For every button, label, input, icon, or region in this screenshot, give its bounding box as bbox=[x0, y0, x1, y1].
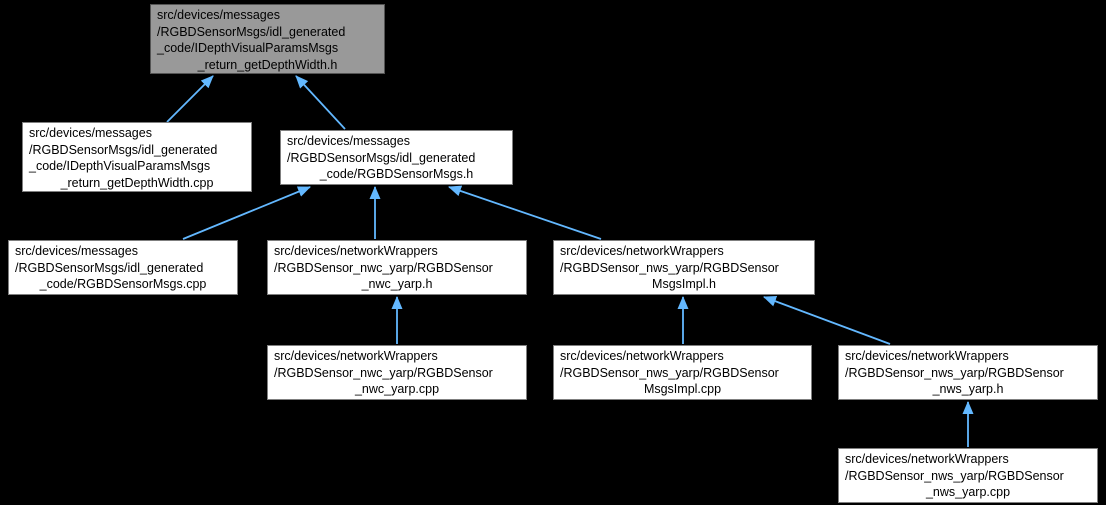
node-text-line: src/devices/networkWrappers bbox=[274, 244, 438, 258]
edge-n1-n0 bbox=[166, 75, 214, 123]
edge-n5-n2 bbox=[448, 185, 602, 240]
node-text-line: _code/IDepthVisualParamsMsgs bbox=[29, 159, 211, 173]
node-text-line: src/devices/networkWrappers bbox=[845, 349, 1009, 363]
node-text-line: src/devices/networkWrappers bbox=[845, 452, 1009, 466]
graph-node-rgbdsensormsgs-cpp[interactable]: src/devices/messages /RGBDSensorMsgs/idl… bbox=[8, 240, 238, 295]
graph-node-rgbdsensormsgs-h[interactable]: src/devices/messages /RGBDSensorMsgs/idl… bbox=[280, 130, 513, 185]
node-text-line: /RGBDSensorMsgs/idl_generated bbox=[287, 150, 476, 165]
node-text-line: src/devices/networkWrappers bbox=[560, 244, 724, 258]
graph-node-rgbdsensor-nws-yarp-cpp[interactable]: src/devices/networkWrappers /RGBDSensor_… bbox=[838, 448, 1098, 503]
graph-node-rgbdsensormsgsimpl-cpp[interactable]: src/devices/networkWrappers /RGBDSensor_… bbox=[553, 345, 812, 400]
node-text-line: /RGBDSensor_nwc_yarp/RGBDSensor bbox=[274, 260, 493, 275]
node-text-line: /RGBDSensorMsgs/idl_generated bbox=[15, 260, 204, 275]
node-text-line: _nws_yarp.cpp bbox=[925, 485, 1011, 499]
graph-node-rgbdsensor-nws-yarp-h[interactable]: src/devices/networkWrappers /RGBDSensor_… bbox=[838, 345, 1098, 400]
graph-node-idepthvisualparamsmsgs-return-getdepthwidth-h: src/devices/messages /RGBDSensorMsgs/idl… bbox=[150, 4, 385, 74]
node-text-line: _nws_yarp.h bbox=[932, 382, 1004, 396]
node-text-line: /RGBDSensor_nws_yarp/RGBDSensor bbox=[560, 260, 779, 275]
node-text-line: _code/RGBDSensorMsgs.cpp bbox=[39, 277, 207, 291]
node-text-line: MsgsImpl.h bbox=[652, 277, 716, 291]
node-text-line: MsgsImpl.cpp bbox=[643, 382, 722, 396]
node-text-line: /RGBDSensor_nws_yarp/RGBDSensor bbox=[560, 365, 779, 380]
edge-n3-n2 bbox=[182, 186, 311, 240]
node-text-line: _return_getDepthWidth.h bbox=[197, 57, 338, 72]
node-text-line: src/devices/networkWrappers bbox=[274, 349, 438, 363]
node-text-line: src/devices/messages bbox=[287, 134, 410, 148]
node-text-line: _code/IDepthVisualParamsMsgs bbox=[157, 41, 339, 55]
graph-node-rgbdsensor-nwc-yarp-cpp[interactable]: src/devices/networkWrappers /RGBDSensor_… bbox=[267, 345, 527, 400]
edge-n2-n0 bbox=[295, 75, 346, 130]
node-text-line: _nwc_yarp.cpp bbox=[354, 382, 440, 396]
graph-node-rgbdsensor-nwc-yarp-h[interactable]: src/devices/networkWrappers /RGBDSensor_… bbox=[267, 240, 527, 295]
graph-node-rgbdsensormsgsimpl-h[interactable]: src/devices/networkWrappers /RGBDSensor_… bbox=[553, 240, 815, 295]
node-text-line: src/devices/networkWrappers bbox=[560, 349, 724, 363]
node-text-line: src/devices/messages bbox=[157, 8, 280, 22]
node-text-line: /RGBDSensorMsgs/idl_generated bbox=[157, 24, 346, 39]
node-text-line: /RGBDSensor_nws_yarp/RGBDSensor bbox=[845, 365, 1064, 380]
node-text-line: src/devices/messages bbox=[29, 126, 152, 140]
node-text-line: _return_getDepthWidth.cpp bbox=[60, 175, 214, 190]
node-text-line: src/devices/messages bbox=[15, 244, 138, 258]
node-text-line: /RGBDSensor_nws_yarp/RGBDSensor bbox=[845, 468, 1064, 483]
node-text-line: _code/RGBDSensorMsgs.h bbox=[319, 167, 474, 181]
node-text-line: _nwc_yarp.h bbox=[361, 277, 433, 291]
edge-n8-n5 bbox=[763, 296, 891, 345]
node-text-line: /RGBDSensorMsgs/idl_generated bbox=[29, 142, 218, 157]
node-text-line: /RGBDSensor_nwc_yarp/RGBDSensor bbox=[274, 365, 493, 380]
graph-node-idepthvisualparamsmsgs-return-getdepthwidth-cpp[interactable]: src/devices/messages /RGBDSensorMsgs/idl… bbox=[22, 122, 252, 192]
